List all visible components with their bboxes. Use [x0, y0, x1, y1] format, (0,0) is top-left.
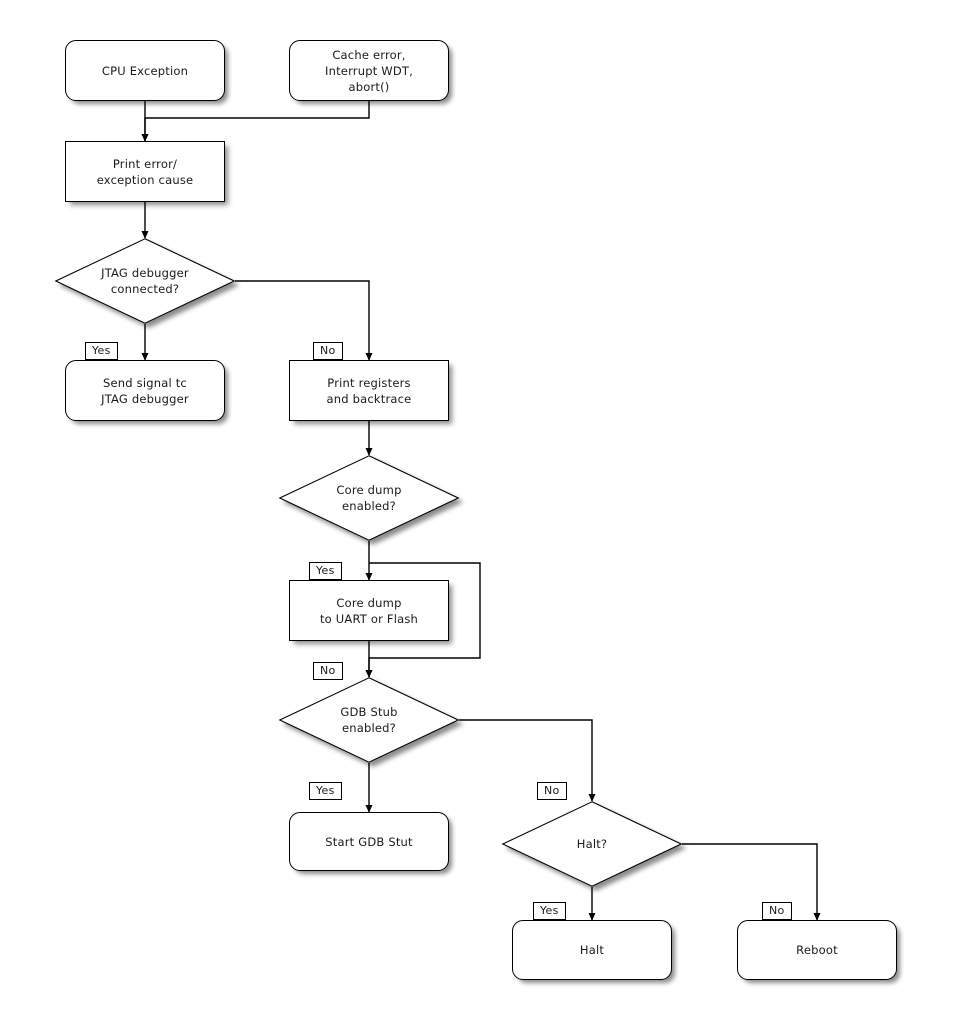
connector-gdbstub-no-to-halt-dec: [459, 719, 596, 802]
connector-jtag-no-to-registers: [235, 280, 373, 361]
decision-gdbstub_decision: GDB Stub enabled?: [278, 677, 460, 763]
node-label: Start GDB Stut: [325, 834, 413, 849]
edge-label-gdbstub_no: No: [537, 782, 567, 800]
diamond-shape: [54, 238, 236, 324]
node-label: Core dump enabled?: [336, 483, 402, 513]
node-print_registers: Print registers and backtrace: [289, 360, 449, 421]
node-label: Halt?: [576, 837, 608, 851]
node-label: Halt: [579, 943, 605, 957]
diamond-shape: [501, 801, 683, 887]
node-label: Cache error, Interrupt WDT, abort(): [325, 47, 413, 94]
edge-label-halt_no: No: [762, 902, 792, 920]
decision-jtag_decision: JTAG debugger connected?: [54, 238, 236, 324]
node-label: Print error/ exception cause: [96, 156, 194, 187]
node-start_gdbstub: Start GDB Stut: [289, 812, 449, 871]
node-cache_error: Cache error, Interrupt WDT, abort(): [289, 40, 449, 101]
connector-halt-no-to-reboot: [682, 843, 821, 921]
node-label: CPU Exception: [101, 63, 189, 78]
node-cpu_exception: CPU Exception: [65, 40, 225, 101]
connector-cache-to-print: [141, 101, 370, 142]
edge-label-gdbstub_yes: Yes: [309, 782, 342, 800]
edge-label-coredump_no: No: [313, 662, 343, 680]
node-core_dump: Core dump to UART or Flash: [289, 580, 449, 641]
diamond-shape: [278, 455, 460, 541]
edge-label-jtag_no: No: [313, 342, 343, 360]
node-label: Send signal tc JTAG debugger: [101, 375, 189, 406]
decision-coredump_decision: Core dump enabled?: [278, 455, 460, 541]
node-label: Print registers and backtrace: [326, 375, 412, 406]
node-label: JTAG debugger connected?: [101, 266, 189, 296]
node-send_signal: Send signal tc JTAG debugger: [65, 360, 225, 421]
edge-label-halt_yes: Yes: [533, 902, 566, 920]
node-reboot: Reboot: [737, 920, 897, 980]
node-print_error: Print error/ exception cause: [65, 141, 225, 202]
edge-label-coredump_yes: Yes: [309, 562, 342, 580]
edge-label-jtag_yes: Yes: [85, 342, 118, 360]
node-label: Core dump to UART or Flash: [319, 595, 419, 626]
decision-halt_decision: Halt?: [501, 801, 683, 887]
node-halt: Halt: [512, 920, 672, 980]
node-label: Reboot: [796, 943, 838, 957]
node-label: GDB Stub enabled?: [340, 705, 398, 735]
diamond-shape: [278, 677, 460, 763]
